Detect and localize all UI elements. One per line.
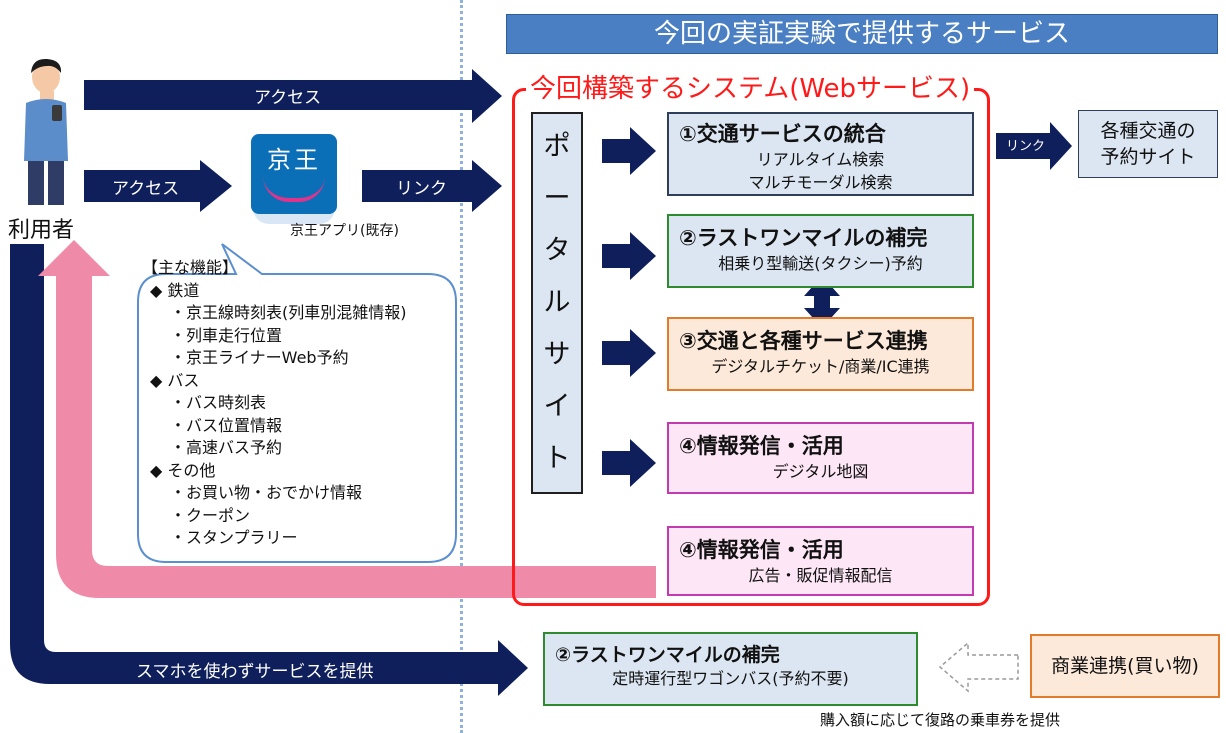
commerce-arrow bbox=[938, 641, 1019, 693]
service-integration[interactable]: ①交通サービスの統合 リアルタイム検索 マルチモーダル検索 bbox=[667, 112, 974, 196]
access-arrow-mid bbox=[84, 160, 232, 212]
link-arrow-right bbox=[996, 122, 1072, 170]
external-reservation-sites[interactable]: 各種交通の 予約サイト bbox=[1078, 110, 1218, 178]
portal-site[interactable]: ポ ー タ ル サ イ ト bbox=[531, 112, 583, 494]
service-title: ①交通サービスの統合 bbox=[679, 122, 886, 146]
no-smartphone-label: スマホを使わずサービスを提供 bbox=[136, 662, 374, 682]
service-info-ads[interactable]: ④情報発信・活用 広告・販促情報配信 bbox=[667, 526, 974, 596]
service-info-map[interactable]: ④情報発信・活用 デジタル地図 bbox=[667, 422, 974, 494]
user-figure bbox=[14, 55, 80, 207]
portal-char: ー bbox=[543, 183, 571, 214]
smile-icon bbox=[263, 176, 325, 202]
features-list: 【主な機能】 ◆ 鉄道 ・京王線時刻表(列車別混雑情報) ・列車走行位置 ・京王… bbox=[142, 257, 407, 550]
page-banner: 今回の実証実験で提供するサービス bbox=[506, 14, 1218, 54]
feature-line: ・京王ライナーWeb予約 bbox=[170, 348, 349, 367]
external-line: 各種交通の bbox=[1100, 120, 1196, 142]
system-title: 今回構築するシステム(Webサービス) bbox=[526, 68, 975, 105]
features-callout bbox=[137, 243, 457, 563]
feature-line: ・クーポン bbox=[170, 505, 251, 525]
portal-arrow-3 bbox=[602, 329, 656, 377]
feature-line: ・バス位置情報 bbox=[170, 415, 283, 435]
feature-line: ◆ 鉄道 bbox=[150, 280, 200, 300]
portal-arrow-1 bbox=[602, 127, 656, 175]
service-wagon-bus[interactable]: ②ラストワンマイルの補完 定時運行型ワゴンバス(予約不要) bbox=[543, 632, 918, 706]
service-sub: 相乗り型輸送(タクシー)予約 bbox=[718, 254, 923, 273]
portal-char: タ bbox=[543, 235, 571, 266]
feature-line: ・バス時刻表 bbox=[170, 393, 267, 412]
access-label-top: アクセス bbox=[254, 88, 322, 108]
link-label-right: リンク bbox=[1006, 139, 1046, 154]
feature-line: ・京王線時刻表(列車別混雑情報) bbox=[170, 303, 407, 322]
link-arrow-mid bbox=[362, 160, 502, 212]
portal-char: サ bbox=[543, 339, 571, 370]
feature-line: ・お買い物・おでかけ情報 bbox=[170, 483, 363, 502]
keio-app-label: 京王アプリ(既存) bbox=[290, 223, 399, 239]
double-arrow bbox=[804, 276, 840, 328]
service-title: ②ラストワンマイルの補完 bbox=[679, 226, 928, 250]
service-title: ④情報発信・活用 bbox=[679, 538, 844, 562]
commerce-box: 商業連携(買い物) bbox=[1030, 634, 1220, 698]
service-sub: デジタル地図 bbox=[772, 462, 869, 481]
service-title: ②ラストワンマイルの補完 bbox=[555, 644, 780, 666]
feature-line: ◆ その他 bbox=[150, 460, 216, 480]
portal-char: ト bbox=[543, 443, 571, 474]
person-icon bbox=[14, 55, 80, 207]
portal-arrow-4 bbox=[602, 439, 656, 487]
service-sub: 定時運行型ワゴンバス(予約不要) bbox=[612, 669, 849, 688]
service-title: ③交通と各種サービス連携 bbox=[679, 329, 928, 353]
service-title: ④情報発信・活用 bbox=[679, 434, 844, 458]
feature-line: ・列車走行位置 bbox=[170, 325, 283, 345]
service-sub: リアルタイム検索 bbox=[756, 150, 885, 169]
service-linkage[interactable]: ③交通と各種サービス連携 デジタルチケット/商業/IC連携 bbox=[667, 317, 974, 391]
service-sub: デジタルチケット/商業/IC連携 bbox=[711, 357, 930, 376]
access-arrow-top bbox=[84, 69, 502, 123]
feature-line: ・高速バス予約 bbox=[170, 438, 283, 457]
link-label-mid: リンク bbox=[396, 179, 447, 199]
access-label-mid: アクセス bbox=[112, 179, 180, 199]
user-label: 利用者 bbox=[8, 218, 75, 243]
portal-arrow-2 bbox=[602, 232, 656, 280]
keio-logo-text: 京王 bbox=[267, 146, 321, 174]
return-arrow bbox=[38, 240, 656, 598]
keio-app-icon[interactable]: 京王 bbox=[251, 134, 337, 224]
service-sub: 広告・販促情報配信 bbox=[748, 566, 893, 585]
features-heading: 【主な機能】 bbox=[142, 258, 239, 277]
portal-char: ル bbox=[543, 287, 571, 318]
portal-char: イ bbox=[543, 391, 571, 422]
divider-line bbox=[460, 0, 463, 733]
external-line: 予約サイト bbox=[1100, 146, 1196, 168]
commerce-note: 購入額に応じて復路の乗車券を提供 bbox=[820, 711, 1061, 729]
portal-char: ポ bbox=[543, 131, 571, 162]
feature-line: ・スタンプラリー bbox=[170, 528, 298, 547]
service-sub: マルチモーダル検索 bbox=[748, 173, 893, 192]
service-last-mile[interactable]: ②ラストワンマイルの補完 相乗り型輸送(タクシー)予約 bbox=[667, 214, 974, 288]
feature-line: ◆ バス bbox=[150, 370, 200, 390]
